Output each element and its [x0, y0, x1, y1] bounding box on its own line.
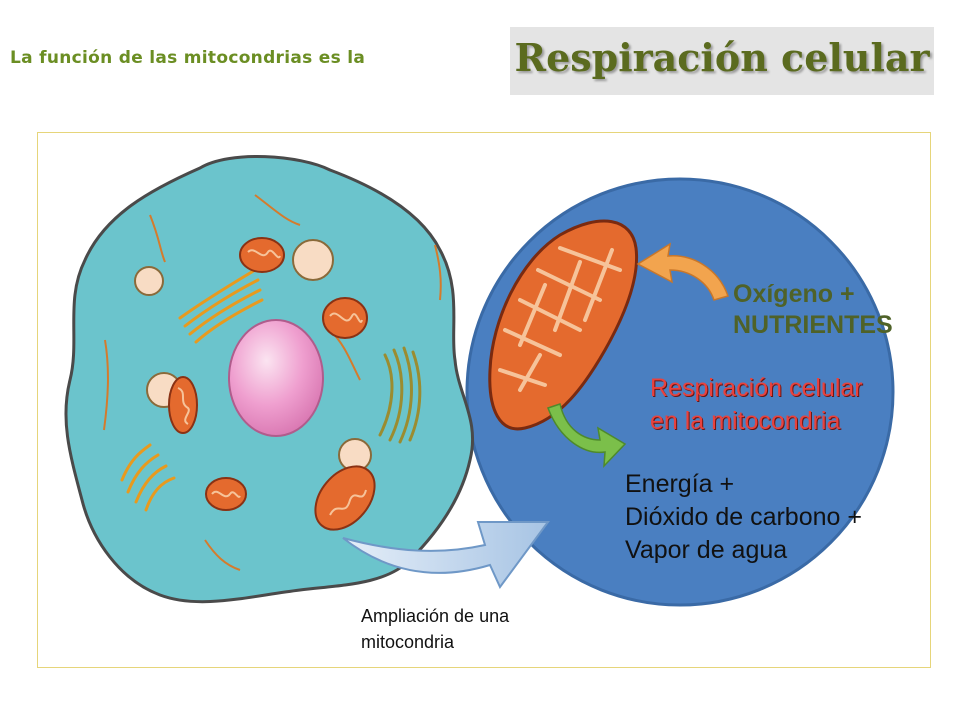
diagram-frame	[37, 132, 931, 668]
cell-mitochondria	[168, 237, 376, 531]
zoom-arrow-icon	[342, 521, 550, 589]
zoom-caption: Ampliación de una mitocondria	[361, 603, 509, 655]
process-label-line1: Respiración celular	[650, 374, 863, 402]
large-mitochondrion	[488, 219, 639, 431]
large-mitochondrion-cristae	[498, 246, 622, 392]
output-label-line2: Dióxido de carbono +	[625, 503, 862, 531]
process-label: Respiración celular en la mitocondria	[650, 372, 863, 438]
title-box: Respiración celular	[510, 27, 934, 95]
golgi-bodies	[120, 268, 264, 512]
input-label-line2: NUTRIENTES	[733, 311, 893, 339]
zoom-caption-line2: mitocondria	[361, 632, 455, 652]
page-title: Respiración celular	[514, 35, 930, 80]
subtitle: La función de las mitocondrias es la	[10, 48, 366, 68]
rough-er	[378, 346, 422, 444]
zoom-caption-line1: Ampliación de una	[361, 606, 510, 626]
green-curved-arrow-icon	[547, 403, 627, 469]
cell-mitochondria-cristae	[177, 249, 367, 516]
orange-curved-arrow-icon	[636, 242, 729, 301]
output-label: Energía + Dióxido de carbono + Vapor de …	[625, 468, 862, 567]
input-label: Oxígeno + NUTRIENTES	[733, 279, 893, 341]
animal-cell	[64, 155, 475, 604]
nucleus	[228, 319, 324, 437]
output-label-line3: Vapor de agua	[625, 536, 788, 564]
process-label-line2: en la mitocondria	[650, 407, 841, 435]
input-label-line1: Oxígeno +	[733, 280, 855, 308]
output-label-line1: Energía +	[625, 470, 735, 498]
